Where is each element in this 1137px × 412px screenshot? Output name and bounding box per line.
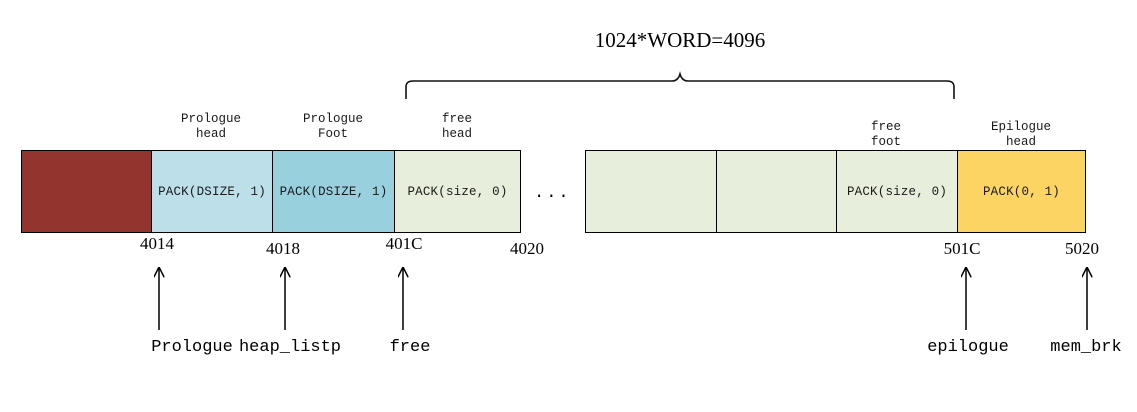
caption-prologue-foot-line2: Foot <box>317 127 349 141</box>
caption-free-head-line1: free <box>441 112 473 126</box>
address-label-401C: 401C <box>385 234 423 253</box>
address-label-4014: 4014 <box>140 234 174 253</box>
cell-prologue-head: PACK(DSIZE, 1) <box>151 150 273 233</box>
cell-prologue-foot: PACK(DSIZE, 1) <box>272 150 395 233</box>
cell-free-payload-1 <box>585 150 717 233</box>
cell-free-payload-2 <box>716 150 837 233</box>
pointer-label-free: free <box>389 338 431 357</box>
heap-size-title: 1024*WORD=4096 <box>594 28 766 52</box>
cell-free-head: PACK(size, 0) <box>394 150 521 233</box>
address-label-4018: 4018 <box>266 239 300 258</box>
cell-epilogue-head: PACK(0, 1) <box>957 150 1086 233</box>
caption-free-foot-line1: free <box>870 120 902 134</box>
caption-free-foot-line2: foot <box>870 135 902 149</box>
pointer-label-epilogue: epilogue <box>927 338 1009 357</box>
caption-prologue-head-line1: Prologue <box>180 112 242 126</box>
pointer-label-mem-brk: mem_brk <box>1050 338 1122 357</box>
caption-prologue-foot: Prologue Foot <box>303 112 363 142</box>
memory-blocks-row: PACK(DSIZE, 1) PACK(DSIZE, 1) PACK(size,… <box>0 150 1137 233</box>
blocks-ellipsis: ... <box>534 184 571 203</box>
caption-prologue-foot-line1: Prologue <box>302 112 364 126</box>
caption-free-head: free head <box>442 112 472 142</box>
address-label-501C: 501C <box>943 239 981 258</box>
caption-free-foot: free foot <box>871 120 901 150</box>
cell-free-foot: PACK(size, 0) <box>836 150 958 233</box>
caption-epilogue-head: Epilogue head <box>991 120 1051 150</box>
caption-epilogue-head-line2: head <box>1005 135 1037 149</box>
address-label-4020: 4020 <box>510 239 544 258</box>
caption-epilogue-head-line1: Epilogue <box>990 120 1052 134</box>
caption-prologue-head-line2: head <box>195 127 227 141</box>
cell-padding <box>21 150 152 233</box>
pointer-label-prologue: Prologue <box>151 338 233 357</box>
address-label-5020: 5020 <box>1065 239 1099 258</box>
pointer-label-heap-listp: heap_listp <box>238 338 342 357</box>
caption-prologue-head: Prologue head <box>181 112 241 142</box>
caption-free-head-line2: head <box>441 127 473 141</box>
